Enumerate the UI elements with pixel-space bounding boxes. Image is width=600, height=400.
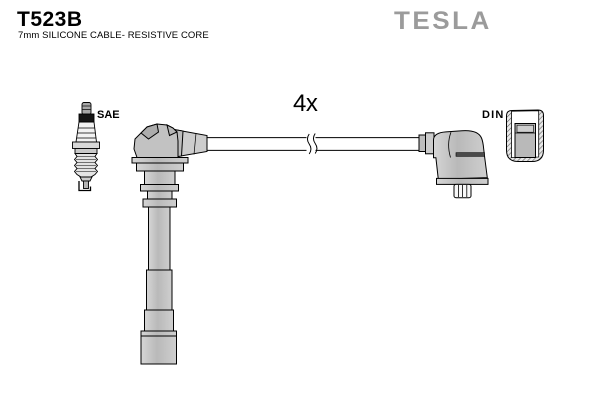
cable-break-icon [306, 133, 318, 155]
spark-plug-boot [131, 123, 208, 365]
sae-label: SAE [97, 109, 120, 121]
distributor-elbow-boot [418, 130, 489, 199]
spark-plug-icon [72, 102, 100, 192]
part-subtitle: 7mm SILICONE CABLE- RESISTIVE CORE [18, 30, 209, 41]
part-number: T523B [17, 8, 83, 31]
din-terminal-icon [506, 109, 544, 162]
brand-logo: TESLA [394, 6, 492, 35]
din-label: DIN [482, 109, 505, 121]
quantity-label: 4x [293, 90, 318, 117]
ignition-cable [207, 133, 419, 155]
